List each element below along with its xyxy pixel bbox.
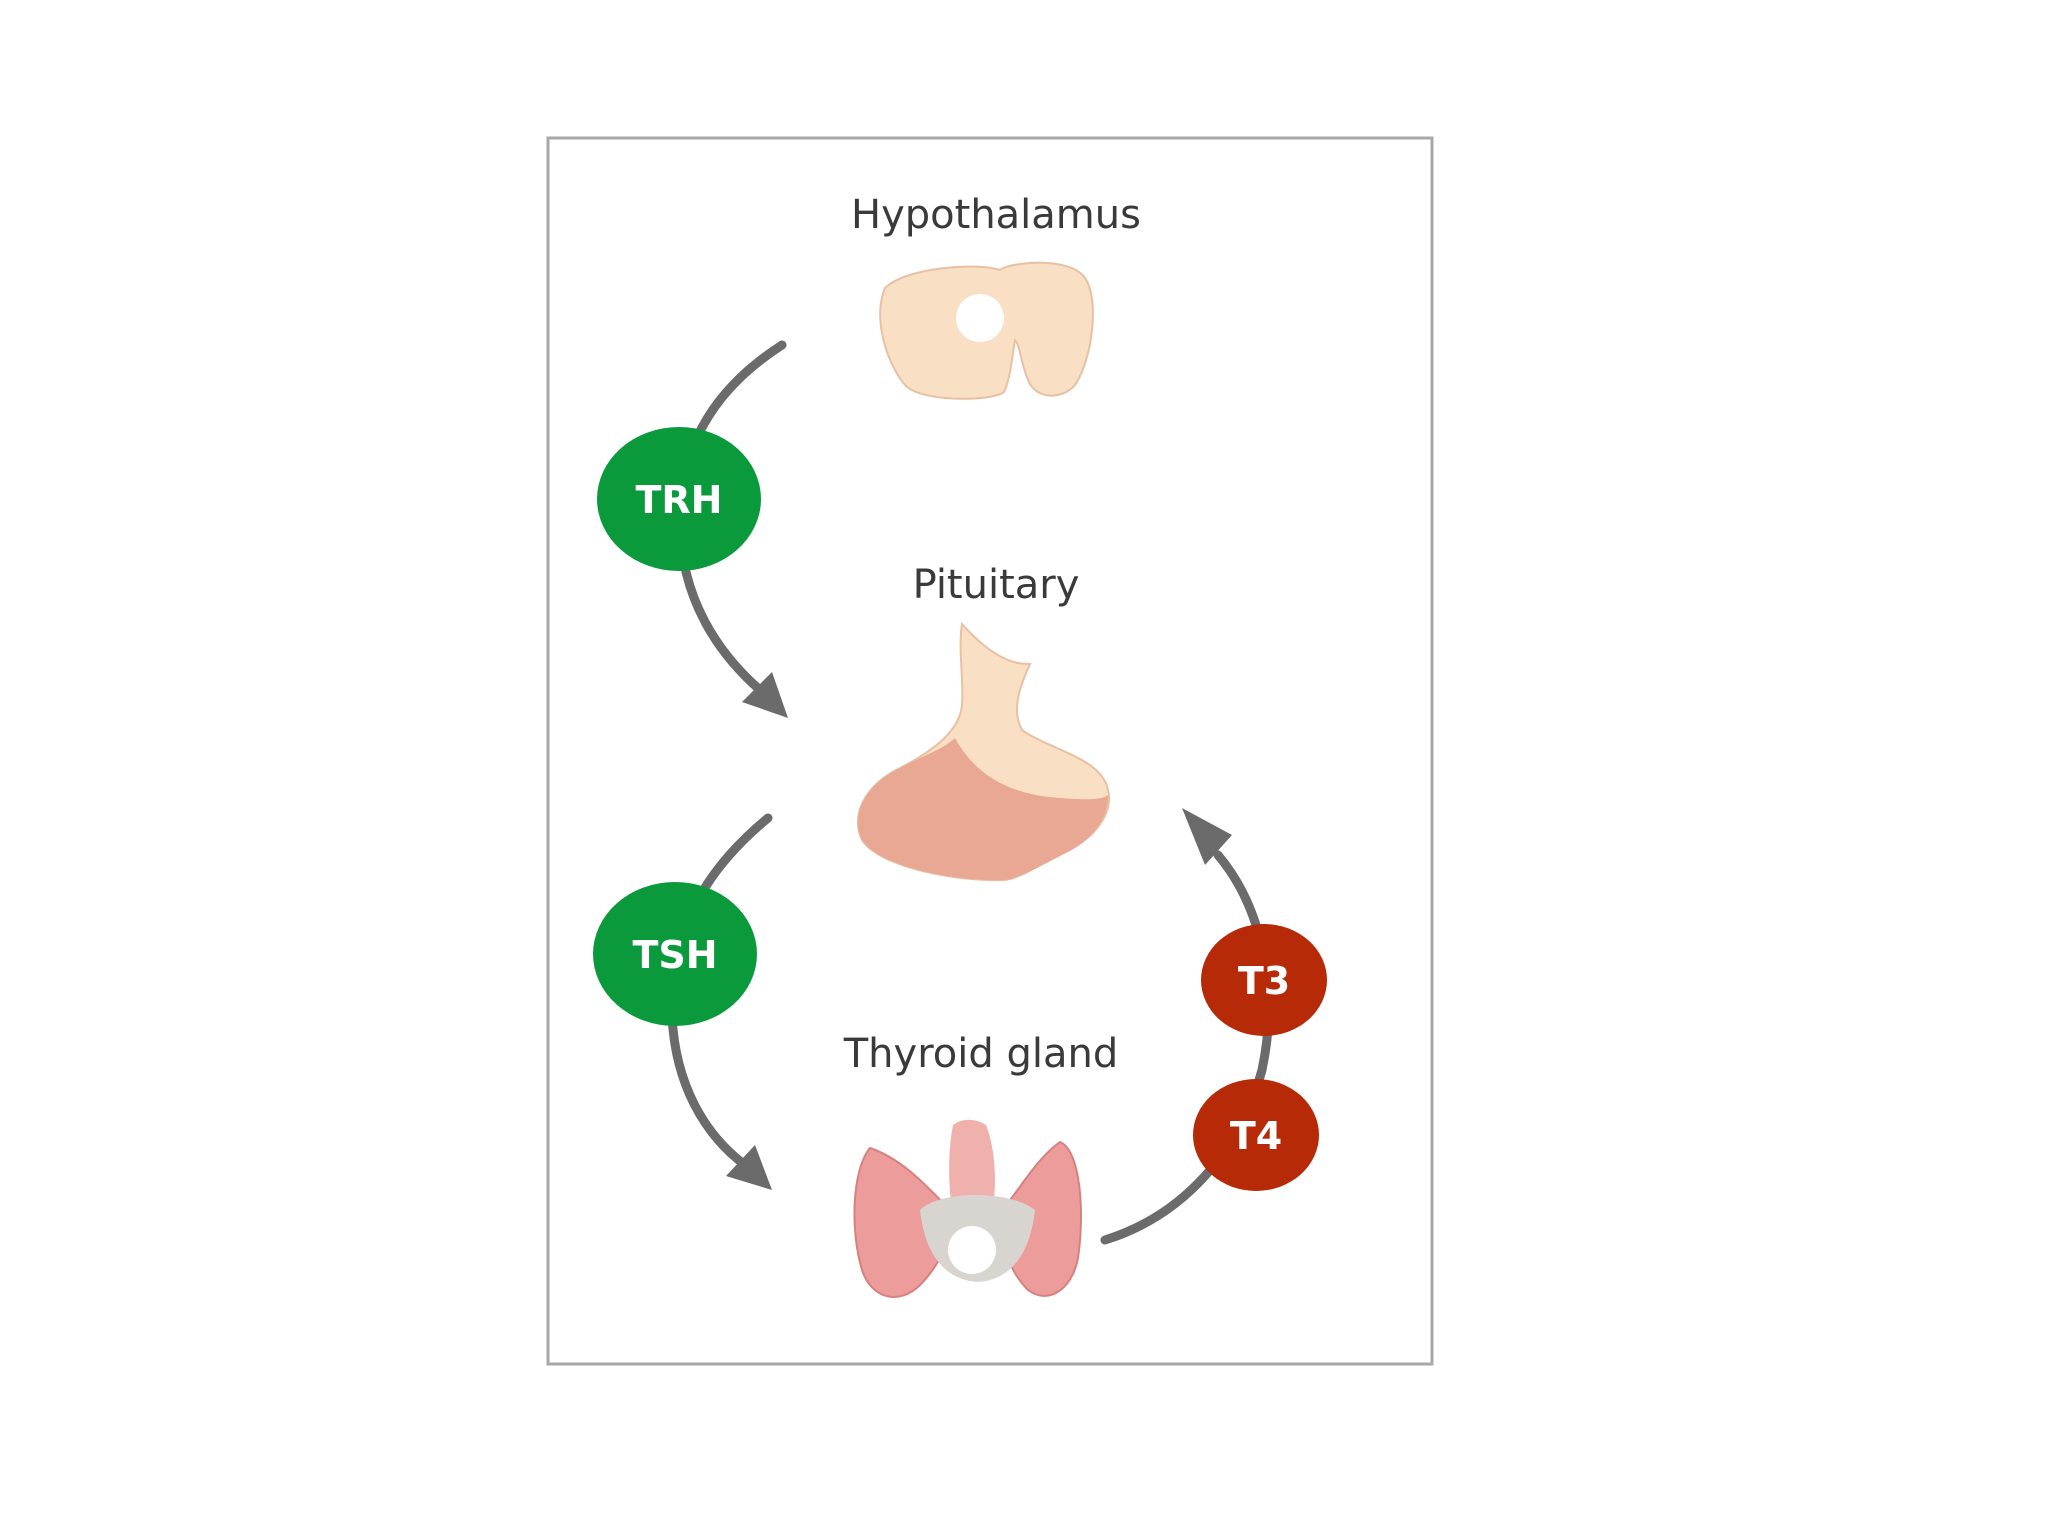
t4-label: T4 <box>1230 1114 1282 1158</box>
t4-badge: T4 <box>1193 1079 1319 1191</box>
tsh-badge: TSH <box>593 882 757 1026</box>
arrow-thyroid-to-pituitary-feedback <box>1100 808 1274 1245</box>
hypothalamus-label: Hypothalamus <box>851 192 1141 238</box>
t3-label: T3 <box>1238 959 1290 1003</box>
trh-badge: TRH <box>597 427 761 571</box>
thyroid-illustration <box>853 1119 1082 1298</box>
thyroid-gland-label: Thyroid gland <box>843 1031 1118 1077</box>
t3-badge: T3 <box>1201 924 1327 1036</box>
pituitary-illustration <box>857 621 1111 882</box>
trh-label: TRH <box>636 478 723 522</box>
tsh-label: TSH <box>632 933 717 977</box>
pituitary-label: Pituitary <box>913 562 1080 608</box>
hypothalamus-illustration <box>879 261 1094 400</box>
